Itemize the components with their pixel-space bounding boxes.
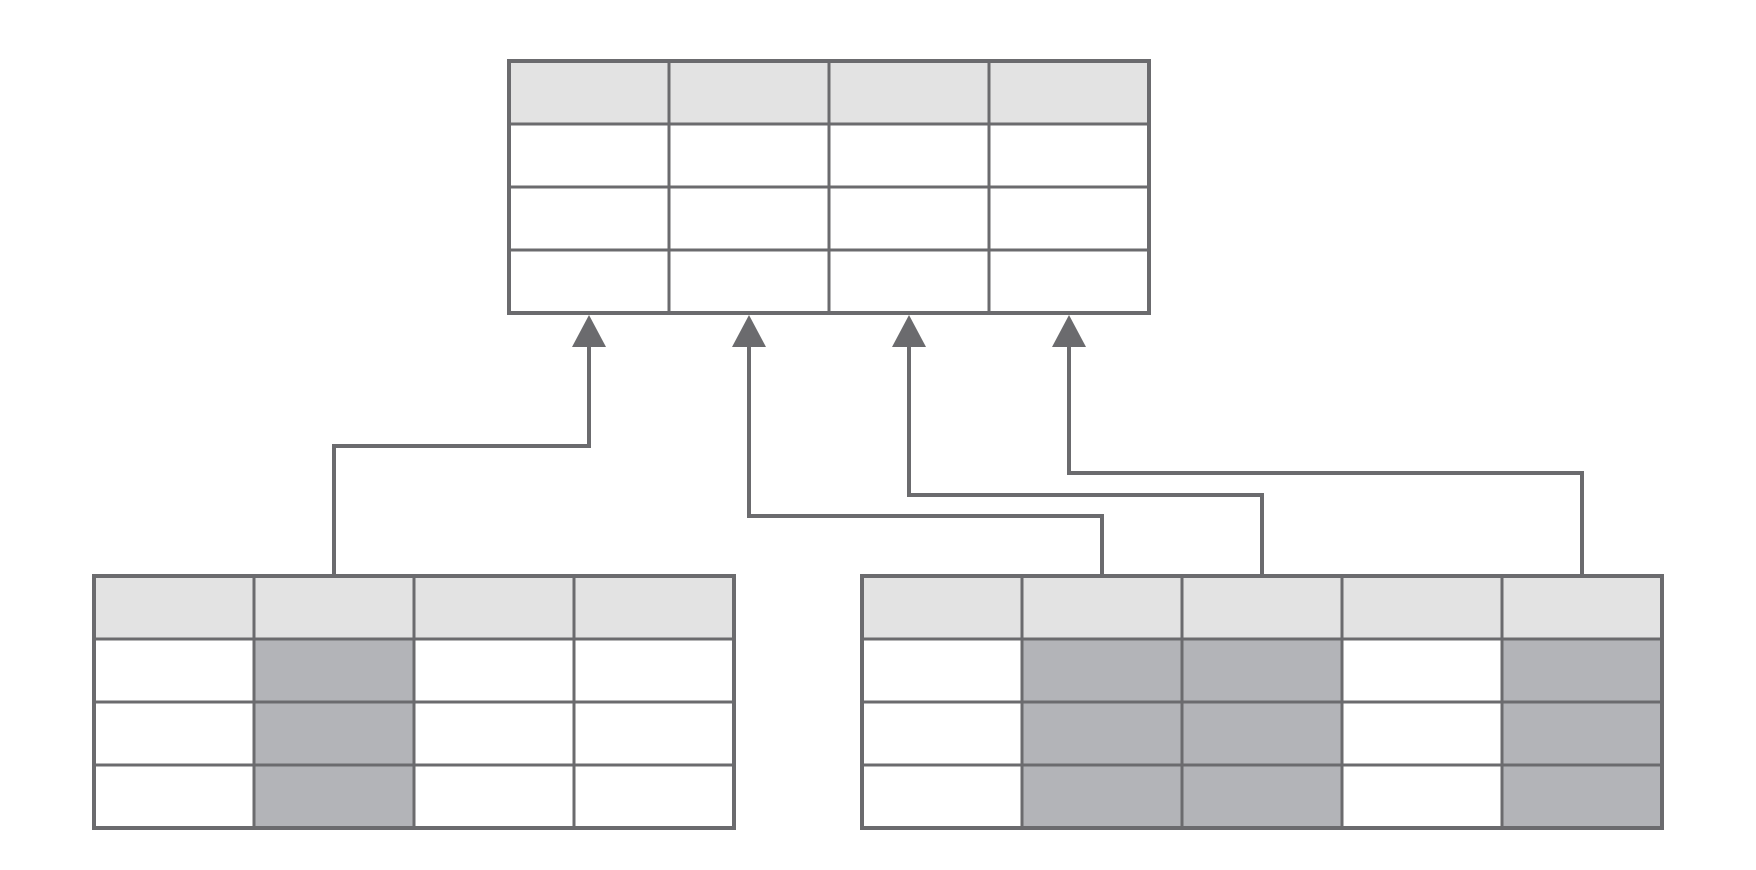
table-cell xyxy=(414,702,574,765)
highlighted-cell xyxy=(254,765,414,828)
arrowhead-icon xyxy=(1052,315,1086,347)
table-border xyxy=(92,574,736,830)
source-table-2 xyxy=(860,574,1664,830)
table-cell xyxy=(574,702,734,765)
mapping-arrow-line xyxy=(1067,345,1584,576)
table-cell xyxy=(829,187,989,250)
header-cell xyxy=(254,576,414,639)
highlighted-cell xyxy=(1502,765,1662,828)
header-cell xyxy=(829,61,989,124)
table-cell xyxy=(862,639,1022,702)
table-cell xyxy=(669,124,829,187)
highlighted-cell xyxy=(254,639,414,702)
table-cell xyxy=(509,187,669,250)
highlighted-cell xyxy=(1182,702,1342,765)
header-cell xyxy=(862,576,1022,639)
header-cell xyxy=(1182,576,1342,639)
header-cell xyxy=(669,61,829,124)
table-cell xyxy=(509,124,669,187)
header-cell xyxy=(509,61,669,124)
header-cell xyxy=(414,576,574,639)
table-cell xyxy=(94,639,254,702)
highlighted-cell xyxy=(1022,639,1182,702)
source-table-1 xyxy=(92,574,736,830)
table-border xyxy=(860,574,1664,830)
table-cell xyxy=(862,702,1022,765)
highlighted-cell xyxy=(1502,702,1662,765)
table-cell xyxy=(1342,639,1502,702)
table-border xyxy=(507,59,1151,315)
header-cell xyxy=(574,576,734,639)
table-cell xyxy=(989,124,1149,187)
table-cell xyxy=(989,187,1149,250)
mapping-arrow-line xyxy=(747,345,1104,576)
mapping-arrow-line xyxy=(332,345,591,576)
table-cell xyxy=(669,250,829,313)
header-cell xyxy=(989,61,1149,124)
mapping-arrow-line xyxy=(907,345,1264,576)
table-cell xyxy=(669,187,829,250)
target-table xyxy=(507,59,1151,315)
highlighted-cell xyxy=(1182,765,1342,828)
highlighted-cell xyxy=(1502,639,1662,702)
highlighted-cell xyxy=(254,702,414,765)
table-cell xyxy=(574,765,734,828)
header-cell xyxy=(1502,576,1662,639)
table-cell xyxy=(94,702,254,765)
highlighted-cell xyxy=(1022,765,1182,828)
table-cell xyxy=(414,639,574,702)
table-cell xyxy=(1342,765,1502,828)
table-cell xyxy=(829,250,989,313)
table-cell xyxy=(414,765,574,828)
highlighted-cell xyxy=(1182,639,1342,702)
arrowhead-icon xyxy=(732,315,766,347)
header-cell xyxy=(1342,576,1502,639)
header-cell xyxy=(1022,576,1182,639)
table-cell xyxy=(1342,702,1502,765)
highlighted-cell xyxy=(1022,702,1182,765)
header-cell xyxy=(94,576,254,639)
table-cell xyxy=(574,639,734,702)
tables xyxy=(92,59,1664,830)
table-cell xyxy=(862,765,1022,828)
table-cell xyxy=(989,250,1149,313)
mapping-arrows xyxy=(332,315,1584,576)
table-cell xyxy=(509,250,669,313)
arrowhead-icon xyxy=(572,315,606,347)
table-cell xyxy=(829,124,989,187)
table-cell xyxy=(94,765,254,828)
arrowhead-icon xyxy=(892,315,926,347)
